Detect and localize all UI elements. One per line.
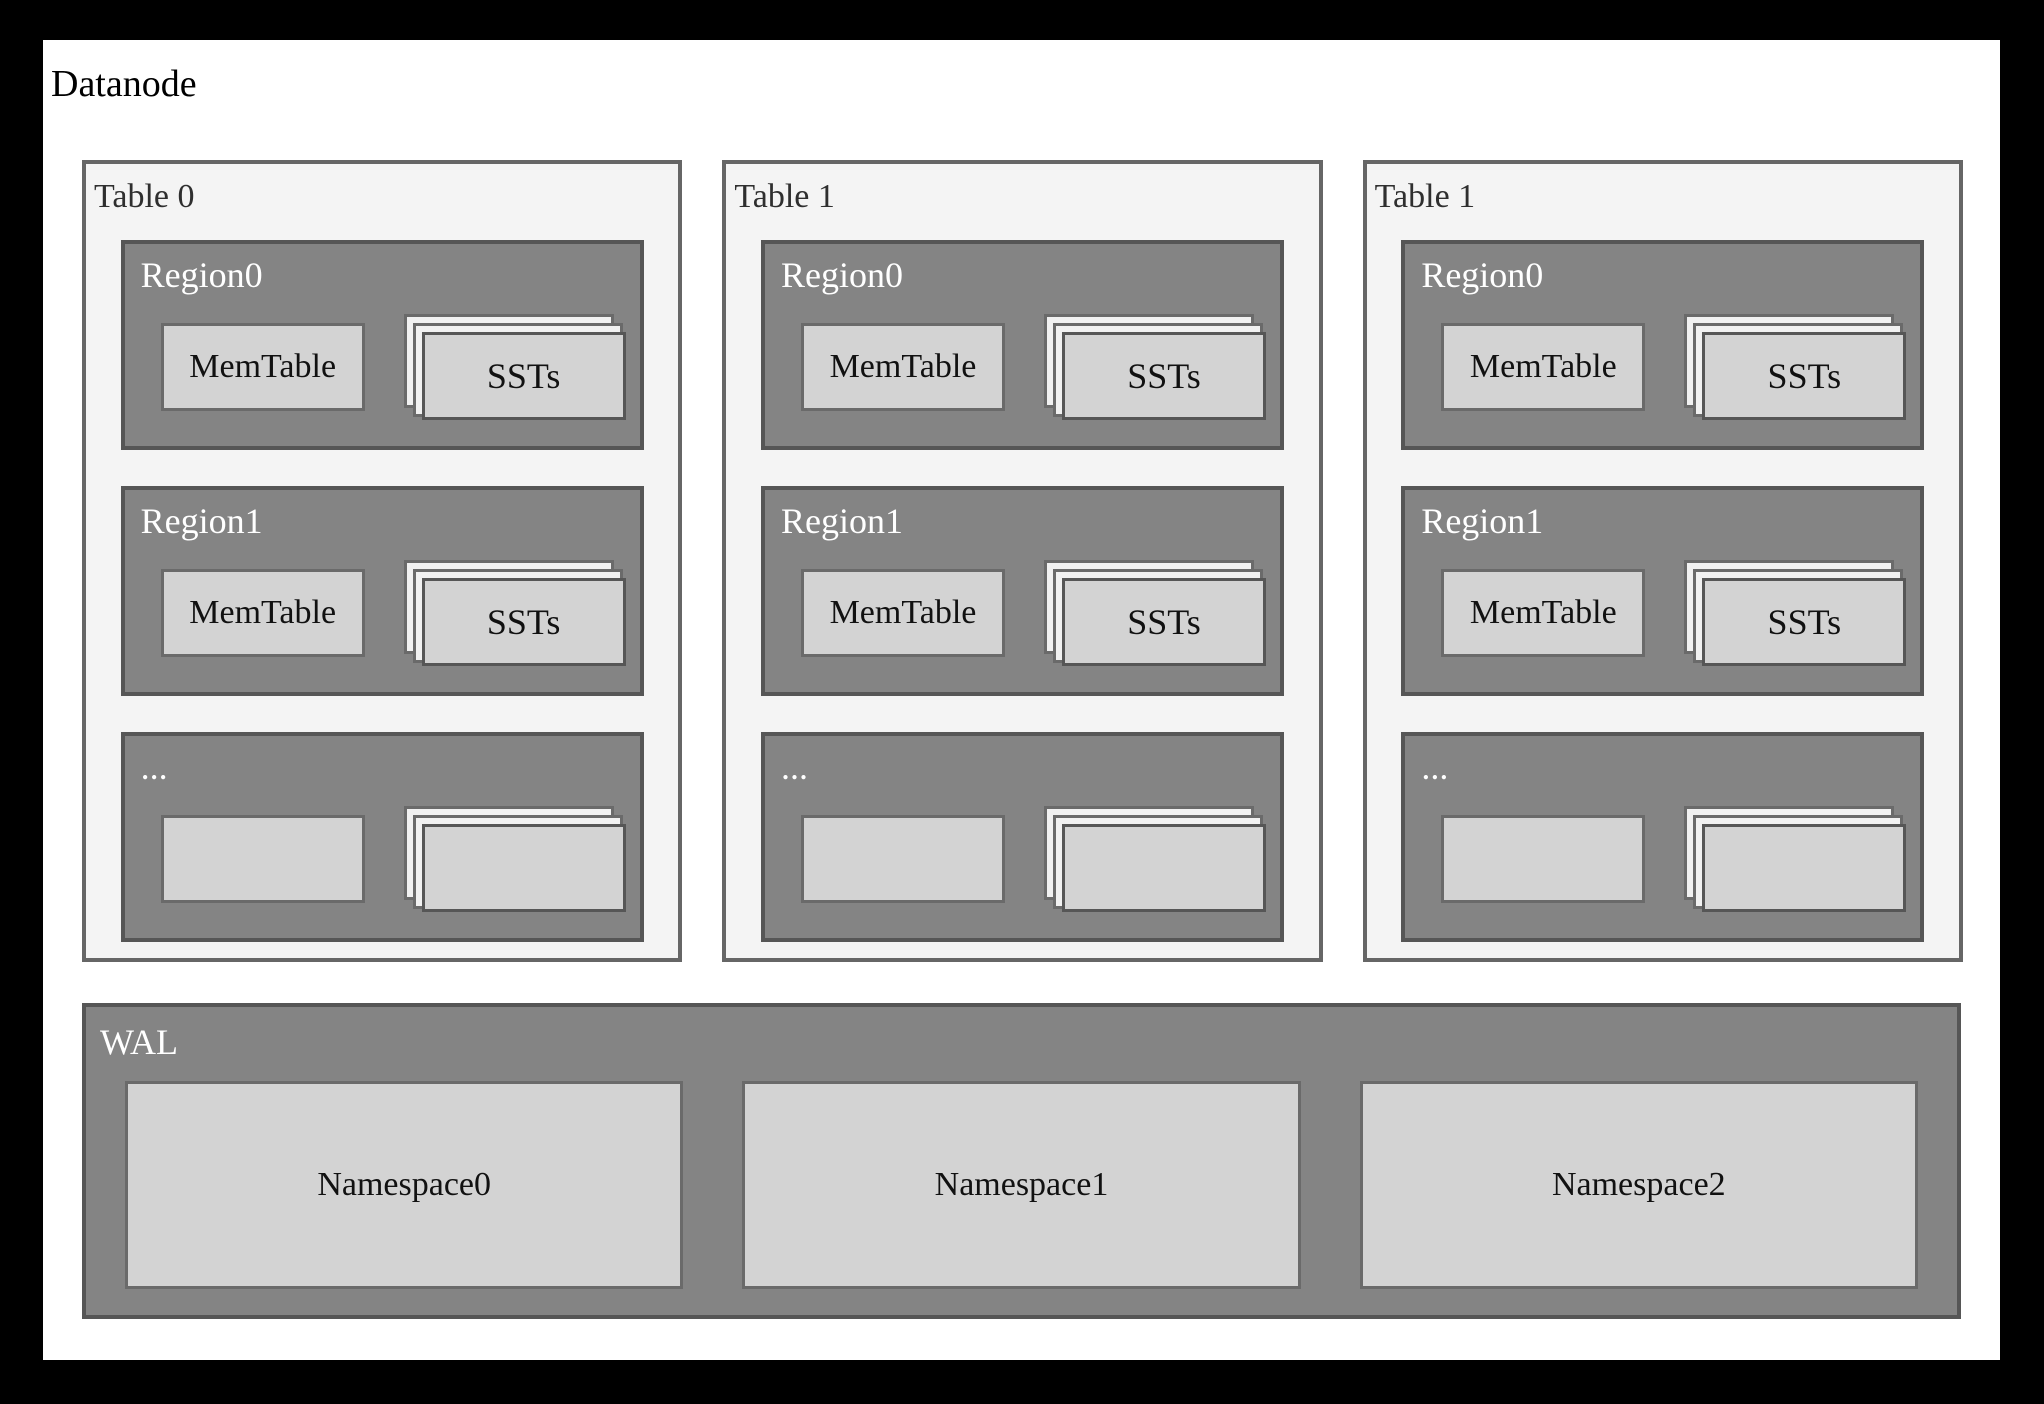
region-label: ... xyxy=(140,747,168,787)
region-row xyxy=(765,800,1280,918)
ssts-stack xyxy=(1043,806,1266,912)
datanode-container: Datanode Table 0 Region0 MemTable SSTs R… xyxy=(43,40,2000,1360)
ssts-stack: SSTs xyxy=(403,314,626,420)
region-row: MemTable SSTs xyxy=(1405,308,1920,426)
region-box: Region0 MemTable SSTs xyxy=(120,240,644,450)
table-box: Table 1 Region0 MemTable SSTs Region1 Me… xyxy=(722,160,1323,962)
datanode-title: Datanode xyxy=(51,63,197,105)
ssts-box: SSTs xyxy=(421,578,626,666)
region-row: MemTable SSTs xyxy=(765,554,1280,672)
ssts-stack: SSTs xyxy=(1043,560,1266,666)
region-label: ... xyxy=(780,747,808,787)
region-label: ... xyxy=(1421,747,1449,787)
region-row: MemTable SSTs xyxy=(1405,554,1920,672)
ssts-box: SSTs xyxy=(1702,578,1907,666)
memtable-box xyxy=(160,815,365,903)
region-label: Region0 xyxy=(780,255,903,295)
region-label: Region1 xyxy=(780,501,903,541)
memtable-box: MemTable xyxy=(160,323,365,411)
ssts-stack xyxy=(1684,806,1907,912)
ssts-box: SSTs xyxy=(1061,578,1266,666)
region-box: ... xyxy=(120,732,644,942)
ssts-stack: SSTs xyxy=(1684,560,1907,666)
memtable-box: MemTable xyxy=(160,569,365,657)
region-box: Region1 MemTable SSTs xyxy=(760,486,1284,696)
region-row xyxy=(1405,800,1920,918)
region-label: Region0 xyxy=(1421,255,1544,295)
ssts-stack: SSTs xyxy=(403,560,626,666)
memtable-box: MemTable xyxy=(800,323,1005,411)
ssts-box: SSTs xyxy=(1702,332,1907,420)
region-row: MemTable SSTs xyxy=(125,554,640,672)
memtable-box: MemTable xyxy=(800,569,1005,657)
namespace-box: Namespace0 xyxy=(125,1081,684,1289)
table-title: Table 1 xyxy=(1374,178,1476,215)
region-row xyxy=(125,800,640,918)
wal-label: WAL xyxy=(100,1022,178,1062)
ssts-box: SSTs xyxy=(421,332,626,420)
namespace-box: Namespace2 xyxy=(1359,1081,1918,1289)
ssts-box xyxy=(1061,824,1266,912)
memtable-box xyxy=(1441,815,1646,903)
namespace-box: Namespace1 xyxy=(742,1081,1301,1289)
table-title: Table 1 xyxy=(734,178,835,215)
wal-box: WAL Namespace0 Namespace1 Namespace2 xyxy=(82,1003,1961,1319)
region-box: Region1 MemTable SSTs xyxy=(1401,486,1925,696)
region-box: Region1 MemTable SSTs xyxy=(120,486,644,696)
ssts-box xyxy=(1702,824,1907,912)
region-box: Region0 MemTable SSTs xyxy=(760,240,1284,450)
tables-row: Table 0 Region0 MemTable SSTs Region1 Me… xyxy=(82,160,1963,962)
ssts-stack: SSTs xyxy=(1043,314,1266,420)
region-box: ... xyxy=(760,732,1284,942)
region-label: Region1 xyxy=(1421,501,1544,541)
region-row: MemTable SSTs xyxy=(765,308,1280,426)
memtable-box xyxy=(800,815,1005,903)
ssts-box: SSTs xyxy=(1061,332,1266,420)
region-label: Region1 xyxy=(140,501,263,541)
memtable-box: MemTable xyxy=(1441,323,1646,411)
memtable-box: MemTable xyxy=(1441,569,1646,657)
region-label: Region0 xyxy=(140,255,263,295)
table-title: Table 0 xyxy=(94,178,195,215)
ssts-stack xyxy=(403,806,626,912)
wal-row: Namespace0 Namespace1 Namespace2 xyxy=(125,1081,1918,1289)
ssts-stack: SSTs xyxy=(1684,314,1907,420)
table-box: Table 1 Region0 MemTable SSTs Region1 Me… xyxy=(1362,160,1963,962)
ssts-box xyxy=(421,824,626,912)
region-box: ... xyxy=(1401,732,1925,942)
table-box: Table 0 Region0 MemTable SSTs Region1 Me… xyxy=(82,160,683,962)
region-row: MemTable SSTs xyxy=(125,308,640,426)
region-box: Region0 MemTable SSTs xyxy=(1401,240,1925,450)
